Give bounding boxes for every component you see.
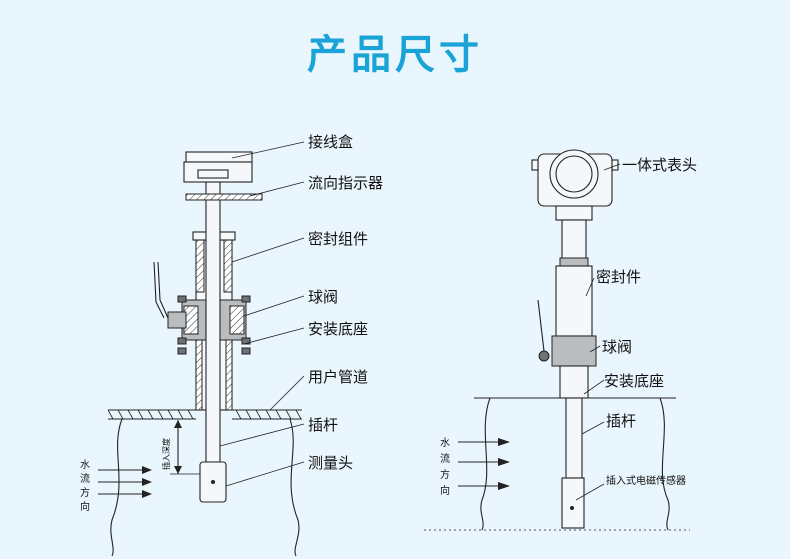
left-leader-lines [219,141,305,487]
insertion-depth-label: 插入深度 [161,438,171,470]
label-integrated-head: 一体式表头 [622,156,697,174]
right-flow-arrows [458,438,510,490]
left-flow-indicator [185,193,263,201]
label-user-pipe: 用户管道 [308,368,368,386]
label-flow-indicator: 流向指示器 [308,174,383,192]
right-flow-char-3: 方 [440,468,450,481]
left-flow-char-1: 水 [80,459,90,471]
label-install-base-left: 安装底座 [308,320,368,338]
left-flow-char-2: 流 [80,472,90,485]
right-diagram: 水 流 方 向 一体式表头 密封件 球阀 安装底座 插杆 插入式电磁传感器 [424,149,697,531]
right-leader-lines [575,163,621,501]
insertion-depth-dimension [170,420,200,475]
label-install-base-right: 安装底座 [604,372,664,390]
right-integrated-head [531,149,619,221]
right-insert-rod [561,397,585,529]
page-title: 产品尺寸 [307,32,483,78]
right-flow-char-2: 流 [440,452,450,465]
label-seal-piece: 密封件 [596,268,641,286]
left-flow-arrows [98,466,152,498]
left-flow-char-4: 向 [80,500,90,513]
label-insert-rod-right: 插杆 [606,412,636,430]
left-junction-box [183,151,253,183]
label-insert-rod-left: 插杆 [308,416,338,434]
label-junction-box: 接线盒 [308,133,353,151]
left-insert-rod [199,181,227,503]
left-diagram: 插入深度 水 流 方 向 接线盒 流向指示器 密封组件 球阀 安装底座 用户管道… [80,133,383,557]
left-flow-char-3: 方 [80,486,90,499]
label-measuring-head: 测量头 [308,454,353,472]
label-seal-assembly: 密封组件 [308,230,368,248]
left-pipe-wall [107,409,302,557]
label-ball-valve-right: 球阀 [602,338,632,356]
right-body [537,219,597,399]
label-sensor: 插入式电磁传感器 [606,474,686,487]
right-pipe-wall [424,397,690,531]
right-flow-char-4: 向 [440,484,450,497]
label-ball-valve-left: 球阀 [308,288,338,306]
right-flow-char-1: 水 [440,437,450,449]
